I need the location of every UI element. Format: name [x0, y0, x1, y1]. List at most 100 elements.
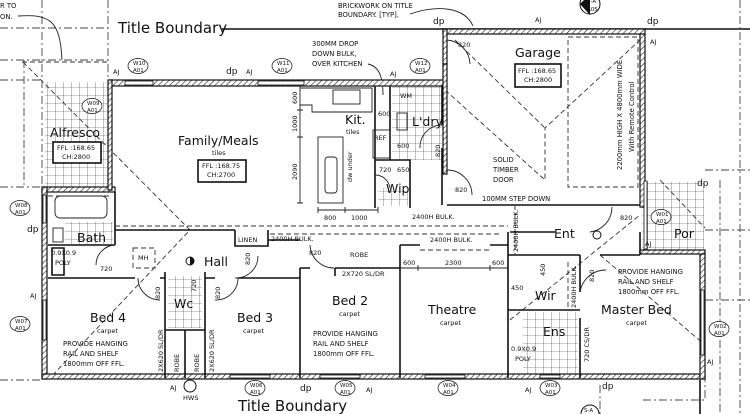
robe-door-label: 2X620 SL/DR	[208, 329, 216, 372]
robe-label: ROBE	[350, 251, 368, 259]
svg-text:RAIL AND SHELF: RAIL AND SHELF	[63, 350, 119, 358]
garage-door-swing	[567, 36, 639, 188]
svg-text:ON.: ON.	[0, 13, 13, 21]
cooktop-icon	[332, 89, 361, 105]
shower-label: POLY	[55, 259, 71, 267]
sink-icon	[324, 156, 338, 194]
svg-text:FFL :168.65: FFL :168.65	[518, 67, 556, 75]
dim-door: 820	[434, 145, 442, 157]
svg-text:RAIL AND SHELF: RAIL AND SHELF	[313, 340, 369, 348]
downpipe-markers: dp dp dp dp dp dp dp	[27, 17, 709, 394]
svg-text:AJ: AJ	[535, 16, 541, 24]
robe-label: ROBE	[173, 354, 181, 372]
svg-text:BOUNDARY. [TYP].: BOUNDARY. [TYP].	[338, 11, 399, 19]
door-swings	[95, 39, 613, 301]
manhole-box	[132, 247, 156, 269]
kitchen-bench	[300, 87, 373, 113]
hot-water-icon	[183, 379, 197, 393]
window-w07	[42, 299, 47, 341]
svg-text:AJ: AJ	[650, 38, 656, 46]
window-w03	[539, 374, 561, 379]
svg-text:OVER KITCHEN: OVER KITCHEN	[312, 60, 363, 68]
room-garage: Garage FFL :168.65 CH:2800	[514, 45, 562, 88]
svg-text:AJ: AJ	[30, 292, 36, 300]
roof-line	[22, 39, 706, 379]
room-theatre: Theatre carpet	[427, 302, 477, 327]
svg-text:dp: dp	[27, 225, 39, 235]
wc-tiles	[168, 276, 202, 328]
room-entry: Ent	[554, 226, 575, 241]
svg-text:With Remote Control: With Remote Control	[628, 81, 636, 152]
dim-door: 820	[309, 249, 321, 257]
svg-text:A01: A01	[656, 219, 667, 225]
room-wir: Wir	[535, 288, 557, 303]
room-master-bed: Master Bed carpet	[601, 302, 672, 327]
room-wip: Wip	[386, 181, 410, 196]
shower-label: 0.9X0.9	[51, 249, 76, 257]
window-w04	[424, 374, 466, 379]
svg-text:W09: W09	[87, 101, 100, 107]
dishwasher-label: dw under	[346, 151, 354, 182]
svg-text:A01: A01	[133, 68, 144, 74]
room-family-meals: Family/Meals tiles FFL :168.75 CH:2700	[178, 133, 259, 183]
svg-text:dp: dp	[300, 384, 312, 394]
svg-text:dp: dp	[602, 382, 614, 392]
dim-door: 720	[100, 265, 112, 273]
window-w01	[643, 180, 648, 250]
solid-timber-door-note: SOLID TIMBER DOOR	[492, 156, 519, 184]
shower-label: 0.9X0.9	[511, 345, 536, 353]
svg-text:RAIL AND SHELF: RAIL AND SHELF	[618, 278, 674, 286]
svg-text:A01: A01	[15, 326, 26, 332]
dim-600: 600	[291, 92, 299, 104]
room-kitchen: Kit. tiles	[345, 112, 366, 136]
title-boundary-label-bottom: Title Boundary	[237, 397, 347, 414]
wip-tiles	[378, 188, 408, 206]
svg-text:W08: W08	[15, 203, 28, 209]
wall-alfresco-bath	[41, 186, 116, 193]
svg-text:Bed 3: Bed 3	[237, 310, 273, 325]
svg-text:A01: A01	[714, 331, 725, 337]
dim-2300: 2300	[445, 259, 462, 267]
dim-wip: 650	[397, 166, 409, 174]
svg-text:DOWN BULK,: DOWN BULK,	[312, 50, 357, 58]
svg-text:tiles: tiles	[212, 149, 226, 157]
svg-text:300MM DROP: 300MM DROP	[312, 40, 358, 48]
svg-text:2200mm HIGH X 4800mm WIDE: 2200mm HIGH X 4800mm WIDE	[616, 60, 624, 170]
section-marker: S-A A05	[579, 0, 601, 15]
svg-text:FFL :168.65: FFL :168.65	[57, 144, 95, 152]
dim-door: 820	[244, 253, 252, 265]
svg-text:A01: A01	[545, 390, 556, 396]
svg-text:Bed 2: Bed 2	[332, 293, 368, 308]
svg-text:R TO: R TO	[0, 2, 16, 10]
dim-bench: 600	[397, 142, 409, 150]
svg-text:dp: dp	[697, 179, 709, 189]
dim-1000: 1000	[291, 115, 299, 132]
window-w10	[124, 80, 154, 86]
washing-machine-label: WM	[400, 92, 412, 100]
hot-water-label: HWS	[183, 394, 198, 402]
svg-text:BRICKWORK ON TITLE: BRICKWORK ON TITLE	[338, 2, 413, 10]
svg-text:W01: W01	[656, 212, 668, 218]
robe-door-label: 2X620 SL/DR	[157, 329, 165, 372]
dim-bench: 600	[378, 110, 390, 118]
svg-text:1800mm OFF FFL.: 1800mm OFF FFL.	[618, 288, 680, 296]
svg-text:S-A: S-A	[587, 0, 596, 5]
dim-door: 720	[379, 166, 391, 174]
svg-text:AJ: AJ	[707, 358, 713, 366]
svg-text:AJ: AJ	[525, 386, 531, 394]
robe-label: ROBE	[193, 354, 201, 372]
wall-master-top	[639, 249, 706, 255]
svg-text:Alfresco: Alfresco	[50, 125, 100, 140]
svg-text:A01: A01	[87, 108, 98, 114]
bulkhead-label: 2400H BULK.	[430, 236, 473, 244]
svg-text:dp: dp	[647, 17, 659, 27]
svg-text:Bed 4: Bed 4	[90, 310, 126, 325]
svg-text:AJ: AJ	[645, 240, 651, 248]
room-alfresco: Alfresco FFL :168.65 CH:2800	[50, 125, 102, 164]
